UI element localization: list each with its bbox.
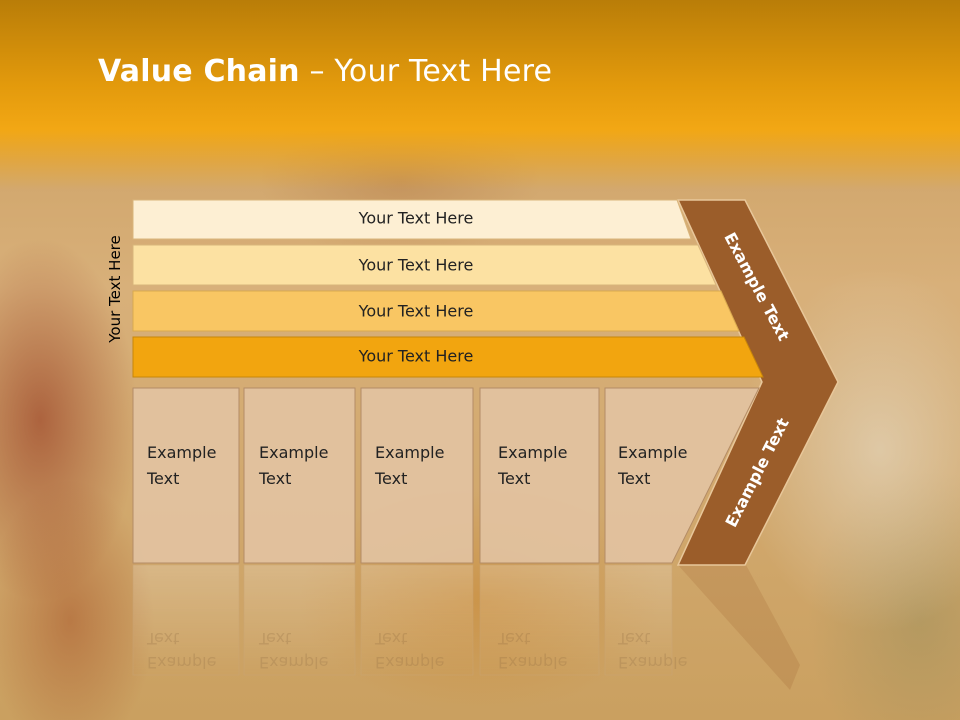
svg-text:Example: Example [259, 653, 328, 672]
bar-row-4[interactable]: Your Text Here [132, 336, 764, 378]
box-line1: Example [259, 443, 328, 462]
box-line2: Text [617, 469, 650, 488]
box-shape [604, 387, 760, 564]
bar-shape [132, 199, 692, 240]
svg-text:Text: Text [497, 629, 530, 648]
bar-label: Your Text Here [358, 209, 474, 228]
header-band [0, 0, 960, 190]
bar-shape [132, 244, 717, 286]
svg-text:Text: Text [374, 629, 407, 648]
box-5[interactable]: Example Text [604, 387, 760, 564]
box-line2: Text [146, 469, 179, 488]
box-2[interactable]: Example Text [243, 387, 356, 564]
svg-text:Example: Example [147, 653, 216, 672]
box-line2: Text [374, 469, 407, 488]
svg-text:Text: Text [617, 629, 650, 648]
svg-text:Example: Example [498, 653, 567, 672]
reflection: Example Text Example Text Example Text Exam… [132, 564, 800, 690]
box-line1: Example [147, 443, 216, 462]
svg-text:Text: Text [146, 629, 179, 648]
svg-text:Example: Example [618, 653, 687, 672]
bar-label: Your Text Here [358, 347, 474, 366]
bar-shape [132, 290, 740, 332]
bar-label: Your Text Here [358, 256, 474, 275]
box-1[interactable]: Example Text [132, 387, 240, 564]
box-line2: Text [258, 469, 291, 488]
box-3[interactable]: Example Text [360, 387, 474, 564]
chevron-arrow [676, 199, 839, 566]
box-line1: Example [375, 443, 444, 462]
bar-shape [132, 336, 764, 378]
box-4[interactable]: Example Text [479, 387, 600, 564]
title-rest: – Your Text Here [299, 54, 553, 89]
bar-row-3[interactable]: Your Text Here [132, 290, 740, 332]
box-line1: Example [618, 443, 687, 462]
bar-label: Your Text Here [358, 302, 474, 321]
bar-row-2[interactable]: Your Text Here [132, 244, 717, 286]
svg-text:Text: Text [258, 629, 291, 648]
slide-title: Value Chain – Your Text Here [98, 54, 552, 89]
bar-row-1[interactable]: Your Text Here [132, 199, 692, 240]
title-bold: Value Chain [98, 54, 300, 89]
svg-text:Example: Example [375, 653, 444, 672]
box-line1: Example [498, 443, 567, 462]
box-line2: Text [497, 469, 530, 488]
